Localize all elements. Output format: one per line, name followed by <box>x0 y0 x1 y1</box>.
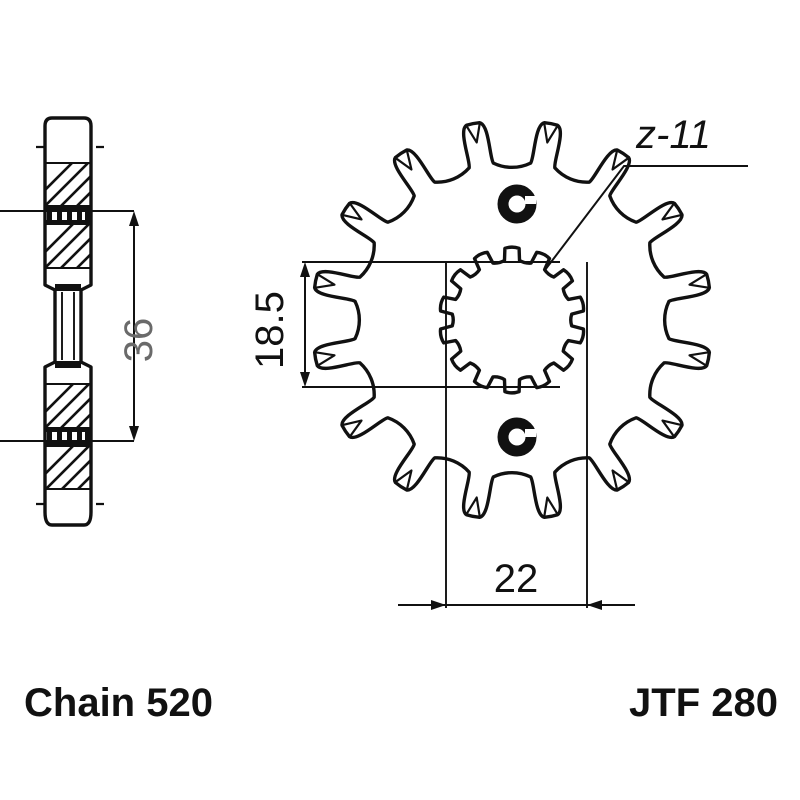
hatch-block-2 <box>46 225 90 267</box>
tooth-chamfer-8 <box>543 496 559 518</box>
dim-36-label: 36 <box>117 318 161 363</box>
tooth-chamfer-4 <box>688 273 710 289</box>
dimension-18-5: 18.5 <box>248 262 310 387</box>
tooth-chamfer-12 <box>314 351 336 367</box>
spline-band-lower <box>46 428 90 446</box>
tooth-chamfer-2 <box>611 149 630 171</box>
tooth-chamfer-6 <box>661 419 683 438</box>
callout-leader-line <box>544 165 748 271</box>
dim-185-label: 18.5 <box>248 291 292 369</box>
tooth-tip-chamfers <box>314 122 710 518</box>
part-number-label: JTF 280 <box>629 681 778 725</box>
front-sprocket-view <box>302 120 712 608</box>
chain-label: Chain 520 <box>24 681 213 725</box>
dim-22-arrow-left <box>431 600 446 610</box>
dim-22-label: 22 <box>494 557 539 601</box>
tooth-chamfer-9 <box>465 496 481 518</box>
bolt-hole-top <box>497 184 537 224</box>
side-section-view <box>0 116 134 527</box>
dim-36-arrow-top <box>129 211 139 226</box>
tooth-chamfer-10 <box>394 469 413 491</box>
tooth-chamfer-15 <box>394 149 413 171</box>
tooth-chamfer-0 <box>465 122 481 144</box>
tooth-chamfer-3 <box>661 202 683 221</box>
tooth-chamfer-7 <box>611 469 630 491</box>
tooth-chamfer-5 <box>688 351 710 367</box>
tooth-chamfer-11 <box>341 419 363 438</box>
spline-bore-outline <box>438 245 586 395</box>
dim-22-arrow-right <box>587 600 602 610</box>
spline-band-upper <box>46 206 90 224</box>
dim-36-arrow-bottom <box>129 426 139 441</box>
dim-185-arrow-bottom <box>300 372 310 387</box>
bolt-hole-bottom <box>497 417 537 457</box>
tooth-chamfer-1 <box>543 122 559 144</box>
hatch-block-1 <box>46 164 90 205</box>
dimension-36: 36 <box>117 211 161 441</box>
waist-shoulder-marks <box>55 284 81 368</box>
dim-185-arrow-top <box>300 262 310 277</box>
hatch-block-4 <box>46 447 90 488</box>
callout-z11: z-11 <box>544 113 748 271</box>
callout-z11-label: z-11 <box>635 113 711 157</box>
tooth-chamfer-14 <box>341 202 363 221</box>
tooth-chamfer-13 <box>314 273 336 289</box>
hatch-block-3 <box>46 385 90 427</box>
dimension-22: 22 <box>398 557 635 610</box>
